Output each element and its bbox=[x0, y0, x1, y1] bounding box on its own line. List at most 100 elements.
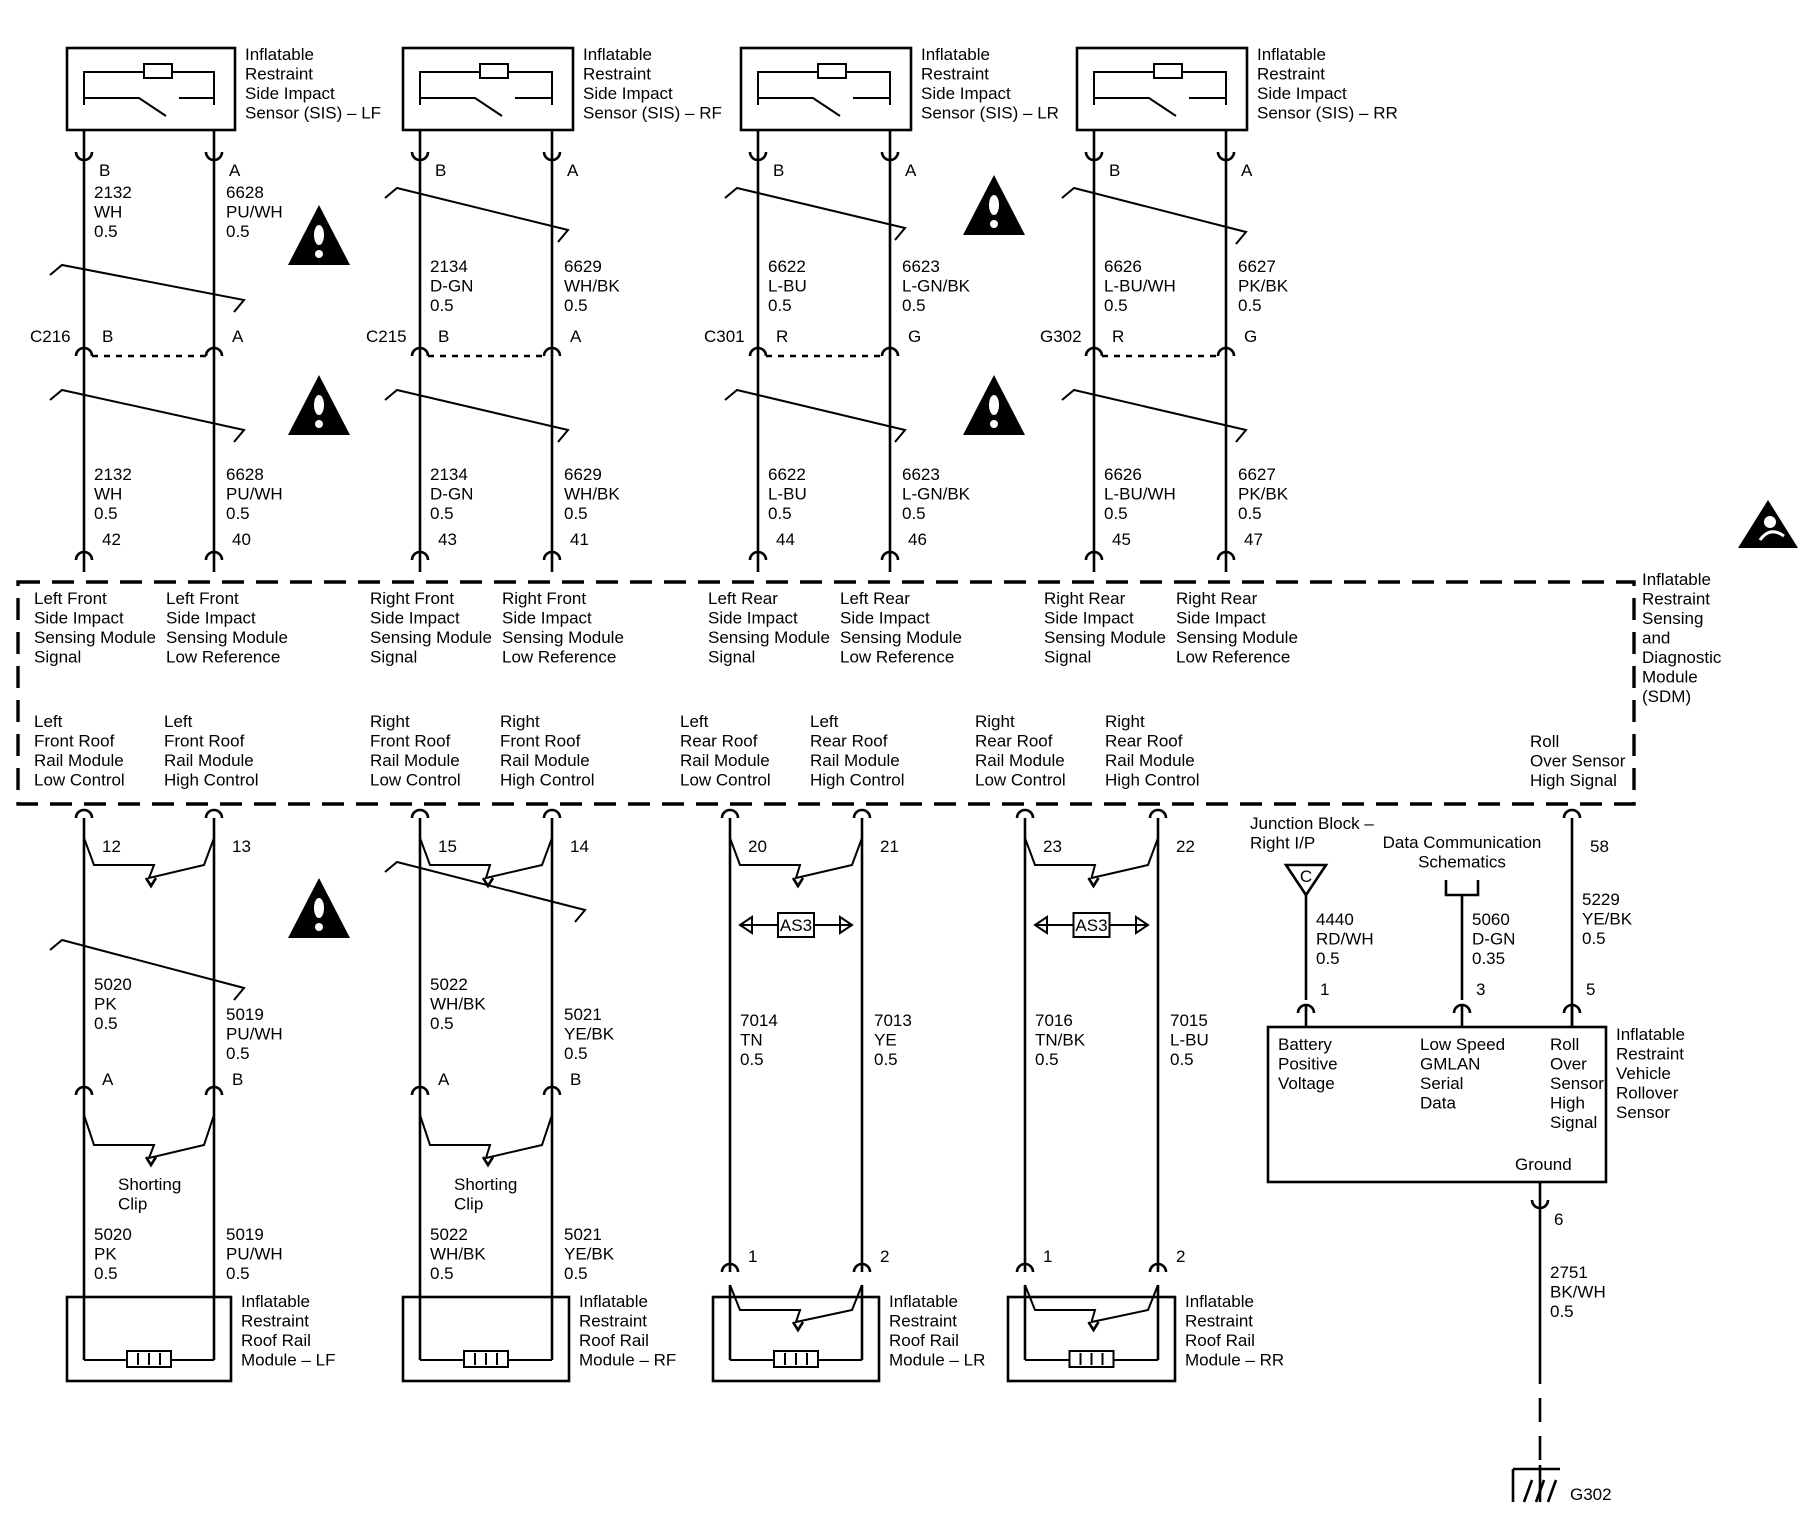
sis-sdm-term-right-2 bbox=[880, 550, 900, 561]
sis-connector-0: C216 bbox=[30, 327, 71, 346]
roof-term-low-1 bbox=[410, 808, 430, 819]
sis-term-top-left-2 bbox=[748, 151, 768, 162]
sis-sdm-term-right-3 bbox=[1216, 550, 1236, 561]
ground-term bbox=[1530, 1199, 1550, 1210]
sdm-pin-2-b: 46 bbox=[908, 530, 927, 549]
sis-inner-right-3 bbox=[1182, 71, 1227, 105]
zig-e1 bbox=[49, 938, 246, 1001]
sdm-pin-2-a: 44 bbox=[776, 530, 795, 549]
sis-inner-right-0 bbox=[172, 71, 215, 105]
roof-upper-low-1-color: WH/BK bbox=[430, 995, 486, 1014]
sis-box-3 bbox=[1075, 46, 1249, 132]
sis-upper-left-2-gauge: 0.5 bbox=[768, 296, 792, 315]
roof-mod-pin-low-2: 1 bbox=[748, 1247, 757, 1266]
roof-mid-low-3-color: TN/BK bbox=[1035, 1031, 1086, 1050]
sis-conn-pin-left-1: B bbox=[438, 327, 449, 346]
sis-term-top-right-0 bbox=[204, 151, 224, 162]
roof-pin-low-2: 20 bbox=[748, 837, 767, 856]
warning-icon-2 bbox=[288, 375, 350, 435]
airbag-icon bbox=[1738, 500, 1798, 548]
warning-icon-4-mark bbox=[989, 395, 999, 415]
roof-clip-arrow-0 bbox=[144, 1156, 158, 1168]
warning-icon-5-mark bbox=[314, 898, 324, 918]
roof-upper-low-1-gauge: 0.5 bbox=[430, 1014, 454, 1033]
sis-upper-right-1-circuit: 6629 bbox=[564, 257, 602, 276]
sis-inner-left-1 bbox=[419, 71, 480, 105]
roof-mid-low-3-gauge: 0.5 bbox=[1035, 1050, 1059, 1069]
sis-lower-right-0-circuit: 6628 bbox=[226, 465, 264, 484]
sis-conn-pin-left-3: R bbox=[1112, 327, 1124, 346]
sis-upper-left-3-color: L-BU/WH bbox=[1104, 277, 1176, 296]
roof-mod-arrow-3 bbox=[1087, 1321, 1100, 1333]
warning-icon-3-dot bbox=[990, 220, 998, 228]
junction-label: Junction Block –Right I/P bbox=[1250, 814, 1374, 853]
roof-jumper-arrow-2 bbox=[791, 877, 805, 889]
sis-upper-left-0-gauge: 0.5 bbox=[94, 222, 118, 241]
sdm-pin-3-a: 45 bbox=[1112, 530, 1131, 549]
sis-lower-right-2-circuit: 6623 bbox=[902, 465, 940, 484]
roof-mid-low-2-circuit: 7014 bbox=[740, 1011, 778, 1030]
switch-arm-2 bbox=[758, 97, 841, 117]
sis-pin-left-2: B bbox=[773, 161, 784, 180]
roof-mid-high-3-gauge: 0.5 bbox=[1170, 1050, 1194, 1069]
sis-upper-right-3-color: PK/BK bbox=[1238, 277, 1289, 296]
roof-mid-high-3-circuit: 7015 bbox=[1170, 1011, 1208, 1030]
roof-lower-low-1-gauge: 0.5 bbox=[430, 1264, 454, 1283]
roof-term-high-3 bbox=[1148, 808, 1168, 819]
roof-lower-low-1-circuit: 5022 bbox=[430, 1225, 468, 1244]
sis-sdm-term-left-0 bbox=[74, 550, 94, 561]
resistor-2 bbox=[817, 63, 847, 79]
sis-conn-pin-left-2: R bbox=[776, 327, 788, 346]
sis-upper-left-1-color: D-GN bbox=[430, 277, 473, 296]
sis-conn-pin-left-0: B bbox=[102, 327, 113, 346]
sis-upper-left-3-circuit: 6626 bbox=[1104, 257, 1142, 276]
roof-mod-pin-low-3: 1 bbox=[1043, 1247, 1052, 1266]
sis-sdm-term-right-1 bbox=[542, 550, 562, 561]
junction-triangle bbox=[1283, 863, 1329, 898]
sis-inner-right-1 bbox=[508, 71, 553, 105]
sdm-pin-0-a: 42 bbox=[102, 530, 121, 549]
sis-upper-right-0-gauge: 0.5 bbox=[226, 222, 250, 241]
roof-term-high-2 bbox=[852, 808, 872, 819]
sis-lower-right-3-color: PK/BK bbox=[1238, 485, 1289, 504]
sis-pin-left-1: B bbox=[435, 161, 446, 180]
ground-point-label: G302 bbox=[1570, 1485, 1612, 1504]
roof-lower-high-0-gauge: 0.5 bbox=[226, 1264, 250, 1283]
roof-upper-high-0-circuit: 5019 bbox=[226, 1005, 264, 1024]
roof-pin-low-3: 23 bbox=[1043, 837, 1062, 856]
sdm-pin-3-b: 47 bbox=[1244, 530, 1263, 549]
roof-mid-high-2-circuit: 7013 bbox=[874, 1011, 912, 1030]
roof-mod-pin-high-2: 2 bbox=[880, 1247, 889, 1266]
roof-module-box-0 bbox=[65, 1295, 233, 1383]
rollover-in-pin-1: 3 bbox=[1476, 980, 1485, 999]
sis-upper-right-0-color: PU/WH bbox=[226, 203, 283, 222]
roof-mod-term-high-2 bbox=[852, 1262, 872, 1273]
zig-c1 bbox=[724, 186, 907, 241]
sis-term-top-left-1 bbox=[410, 151, 430, 162]
batt-wire-label-circuit: 4440 bbox=[1316, 910, 1354, 929]
sis-conn-left-1 bbox=[410, 346, 430, 357]
sis-conn-right-1 bbox=[542, 346, 562, 357]
roof-mod-term-high-3 bbox=[1148, 1262, 1168, 1273]
sis-lower-right-0-gauge: 0.5 bbox=[226, 504, 250, 523]
roof-term-high-1 bbox=[542, 808, 562, 819]
sis-upper-right-1-color: WH/BK bbox=[564, 277, 620, 296]
data-comm-bracket bbox=[1444, 880, 1480, 897]
sis-lower-left-1-gauge: 0.5 bbox=[430, 504, 454, 523]
warning-icon-1-mark bbox=[314, 225, 324, 245]
warning-icon-1 bbox=[288, 205, 350, 265]
